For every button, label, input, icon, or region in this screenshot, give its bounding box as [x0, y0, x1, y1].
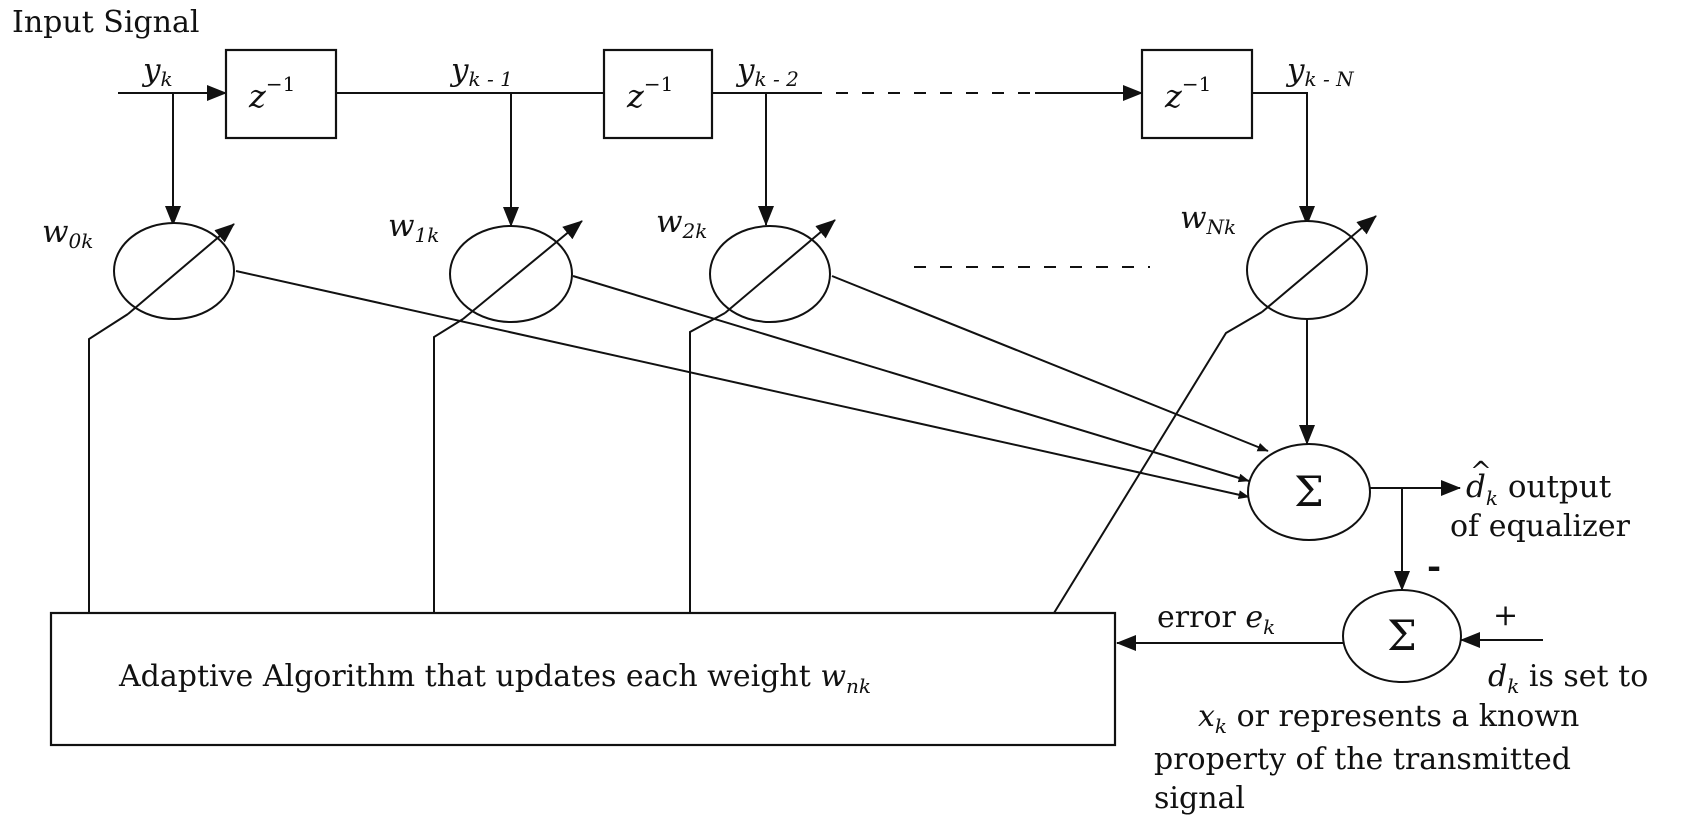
delay-label: z [626, 77, 645, 115]
feedback-line-0 [88, 313, 129, 613]
desired-label-line2: xk or represents a known [1198, 699, 1579, 738]
weight-node-0 [113, 222, 235, 320]
weight-node-n [1246, 215, 1377, 320]
sigma-symbol: Σ [1294, 467, 1324, 516]
algorithm-label: Adaptive Algorithm that updates each wei… [118, 659, 871, 698]
label-y-k-2: yk - 2 [735, 52, 799, 91]
output-d-hat-label: dk output [1466, 469, 1612, 510]
weight-output-0 [235, 270, 1250, 500]
delay-exponent: −1 [1182, 72, 1211, 96]
svg-text:z−1: z−1 [1164, 72, 1211, 115]
sigma-symbol: Σ [1387, 611, 1417, 660]
weight-output-2 [831, 275, 1269, 452]
weight-node-1 [449, 220, 583, 323]
delay-label: z [1164, 77, 1183, 115]
minus-sign: - [1427, 547, 1441, 587]
output-text-line2: of equalizer [1450, 509, 1631, 544]
label-y-k-1: yk - 1 [449, 52, 513, 91]
label-w-nk: wNk [1180, 200, 1236, 239]
label-y-k-n: yk - N [1285, 52, 1355, 91]
delay-exponent: −1 [644, 72, 673, 96]
desired-label-line1: dk is set to [1488, 659, 1648, 698]
summing-node-output: Σ [1247, 443, 1371, 541]
svg-text:z−1: z−1 [248, 72, 295, 115]
desired-label-line3: property of the transmitted [1154, 742, 1571, 777]
delay-block-1: z−1 [224, 48, 338, 140]
plus-sign: + [1493, 598, 1518, 633]
svg-text:z−1: z−1 [626, 72, 673, 115]
delay-label: z [248, 77, 267, 115]
delay-block-n: z−1 [1140, 48, 1254, 140]
input-signal-title: Input Signal [12, 5, 199, 40]
label-y-k: yk [141, 52, 173, 91]
line-after-delay-n [1252, 92, 1315, 226]
feedback-line-n [1053, 311, 1263, 614]
error-label: error ek [1157, 600, 1275, 639]
label-w-0k: w0k [42, 214, 93, 253]
label-w-1k: w1k [388, 208, 439, 247]
summing-node-error: Σ [1342, 589, 1462, 683]
delay-exponent: −1 [266, 72, 295, 96]
adaptive-algorithm-box: Adaptive Algorithm that updates each wei… [49, 611, 1117, 747]
feedback-line-2 [689, 312, 726, 613]
weight-output-1 [572, 275, 1250, 483]
feedback-line-1 [433, 318, 464, 613]
delay-block-2: z−1 [602, 48, 714, 140]
label-w-2k: w2k [656, 204, 707, 243]
weight-node-2 [709, 219, 836, 323]
output-hat: ^ [1470, 457, 1492, 487]
desired-label-line4: signal [1154, 781, 1245, 816]
